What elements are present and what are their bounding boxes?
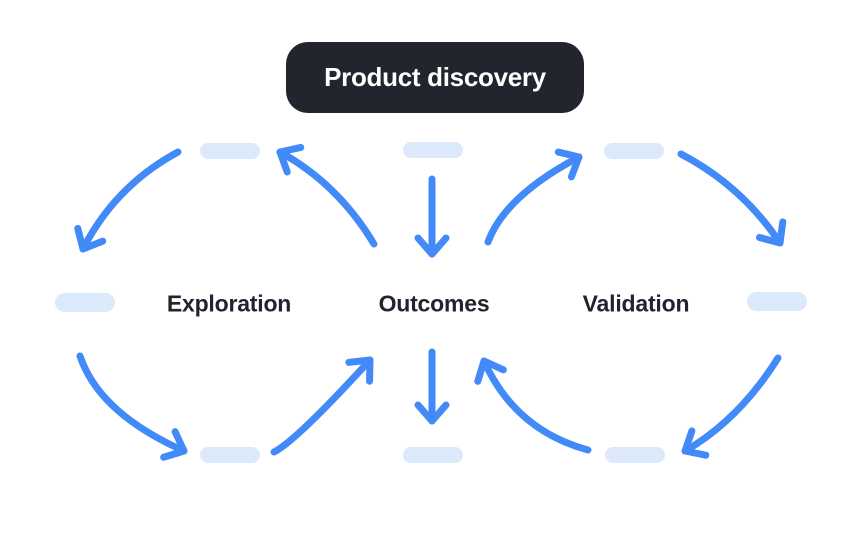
pill-bottom-right	[605, 447, 665, 463]
pill-top-left	[200, 143, 260, 159]
arrow-outcomes-to-topleft-icon	[276, 143, 378, 248]
arrow-topright-to-right-icon	[677, 150, 787, 247]
pill-bottom-left	[200, 447, 260, 463]
pill-top-right	[604, 143, 664, 159]
pill-right	[747, 292, 807, 311]
exploration-label: Exploration	[166, 290, 292, 317]
validation-label: Validation	[582, 290, 690, 317]
title-badge: Product discovery	[286, 42, 584, 113]
arrow-bottomleft-to-outcomes-icon	[270, 356, 374, 456]
pill-top-center	[403, 142, 463, 158]
arrow-topleft-to-left-icon	[74, 148, 182, 253]
outcomes-label: Outcomes	[378, 290, 490, 317]
arrow-outcomes-to-topright-icon	[484, 148, 583, 246]
pill-bottom-center	[403, 447, 463, 463]
arrow-right-to-bottomright-icon	[681, 354, 782, 459]
pill-left	[55, 293, 115, 312]
arrow-left-to-bottomleft-icon	[76, 352, 188, 461]
title-label: Product discovery	[324, 62, 546, 92]
arrow-bottomright-to-outcomes-icon	[474, 357, 592, 454]
